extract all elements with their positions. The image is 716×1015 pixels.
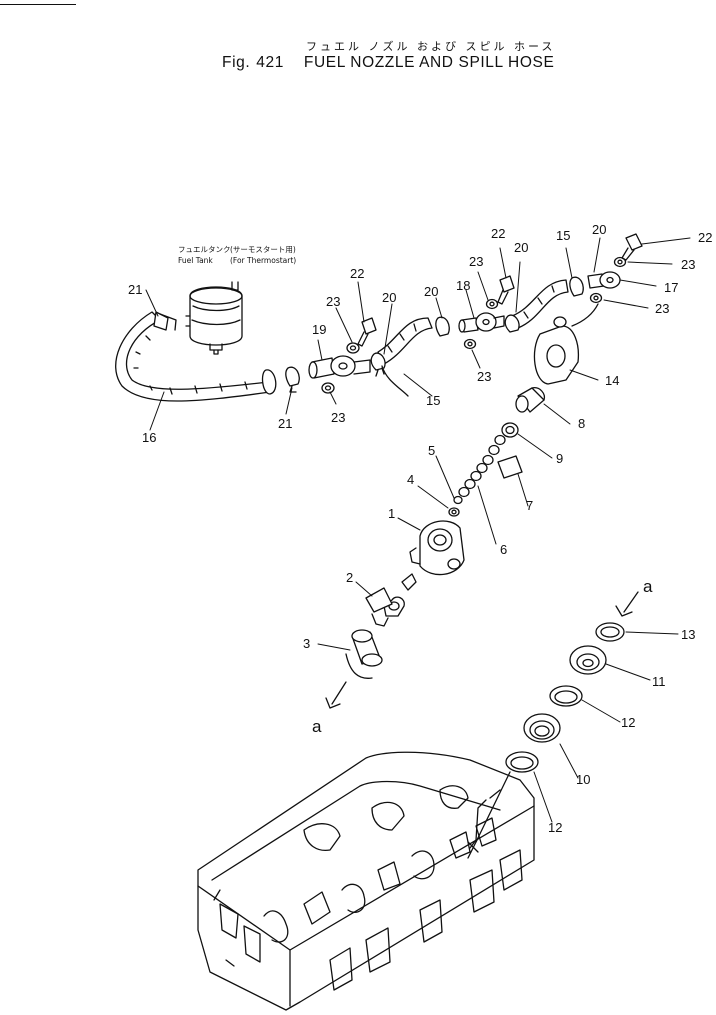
callout-14: 14 <box>605 373 619 388</box>
figure-label: Fig. <box>222 54 251 71</box>
callout-13: 13 <box>681 627 695 642</box>
callout-23-f: 23 <box>655 301 669 316</box>
callout-4: 4 <box>407 472 414 487</box>
nozzle-2-drawing <box>365 573 417 617</box>
callout-23-d: 23 <box>477 369 491 384</box>
callout-9: 9 <box>556 451 563 466</box>
hose-16-drawing <box>115 311 277 402</box>
callout-20-d: 20 <box>592 222 606 237</box>
hose-clamp-21-drawing <box>285 366 300 393</box>
figure-title-english: FUEL NOZZLE AND SPILL HOSE <box>303 54 555 71</box>
fuel-tank-drawing <box>185 281 243 355</box>
gasket-10-drawing <box>523 713 561 743</box>
callout-11: 11 <box>652 674 666 689</box>
seal-ring-13-drawing <box>595 622 625 642</box>
shim-kit-7-drawing <box>497 455 523 479</box>
callout-21-a: 21 <box>128 282 142 297</box>
callout-22-a: 22 <box>350 266 364 281</box>
view-arrow-a-bottom <box>325 681 347 709</box>
eye-bolt-22-drawing <box>357 317 377 347</box>
callout-23-e: 23 <box>681 257 695 272</box>
joint-19-drawing <box>308 355 371 379</box>
callout-16: 16 <box>142 430 156 445</box>
callout-18: 18 <box>456 278 470 293</box>
callout-12-upper: 12 <box>621 715 635 730</box>
callout-19: 19 <box>312 322 326 337</box>
callout-15-upper: 15 <box>556 228 570 243</box>
callout-12-lower: 12 <box>548 820 562 835</box>
callout-23-c: 23 <box>469 254 483 269</box>
view-label-a-top: a <box>643 577 653 596</box>
callout-8: 8 <box>578 416 585 431</box>
hose-clamp-20-drawing <box>435 316 450 337</box>
callout-7: 7 <box>526 498 533 513</box>
needle-valve-5-drawing <box>453 495 463 505</box>
seal-ring-12-drawing <box>549 685 583 707</box>
fuel-tank-jp-label: フュエルタンク <box>178 245 231 254</box>
view-label-a-bottom: a <box>312 717 322 736</box>
callout-1: 1 <box>388 506 395 521</box>
callout-21-b: 21 <box>278 416 292 431</box>
callout-15-lower: 15 <box>426 393 440 408</box>
view-arrow-a-top <box>615 591 639 617</box>
figure-number: 421 <box>256 54 284 71</box>
callout-20-c: 20 <box>514 240 528 255</box>
washer-23-drawing <box>321 342 360 394</box>
nozzle-sleeve-3-drawing <box>345 613 389 679</box>
callout-6: 6 <box>500 542 507 557</box>
callout-17: 17 <box>664 280 678 295</box>
nozzle-holder-1-drawing <box>409 520 465 576</box>
joint-18-drawing <box>458 275 515 350</box>
callout-20-b: 20 <box>424 284 438 299</box>
fuel-tank-en-label: Fuel Tank <box>178 256 213 265</box>
callout-10: 10 <box>576 772 590 787</box>
o-ring-9-drawing <box>501 422 519 438</box>
callout-3: 3 <box>303 636 310 651</box>
spill-hose-15-drawing <box>370 317 433 397</box>
nozzle-spring-6-drawing <box>458 434 506 498</box>
cylinder-head-drawing <box>197 751 535 1011</box>
figure-title: Fig. 421 FUEL NOZZLE AND SPILL HOSE <box>222 54 554 72</box>
holder-plate-14-drawing <box>533 316 580 385</box>
gasket-11-drawing <box>569 645 607 675</box>
spill-hose-15b-drawing <box>504 276 584 333</box>
joint-17-drawing <box>571 233 643 327</box>
callout-23-b: 23 <box>331 410 345 425</box>
callout-5: 5 <box>428 443 435 458</box>
seal-ring-12b-drawing <box>505 751 539 773</box>
callout-23-a: 23 <box>326 294 340 309</box>
callout-22-b: 22 <box>491 226 505 241</box>
figure-title-japanese: フュエル ノズル および スピル ホース <box>306 40 556 53</box>
nozzle-cap-8-drawing <box>515 387 546 413</box>
callout-2: 2 <box>346 570 353 585</box>
callout-22-c: 22 <box>698 230 712 245</box>
callout-20-a: 20 <box>382 290 396 305</box>
leader-lines <box>145 237 691 823</box>
corner-rule <box>0 4 76 5</box>
thermostart-en-label: (For Thermostart) <box>230 256 296 265</box>
thermostart-jp-label: (サーモスタート用) <box>230 245 296 254</box>
nozzle-spacer-4-drawing <box>448 507 460 517</box>
